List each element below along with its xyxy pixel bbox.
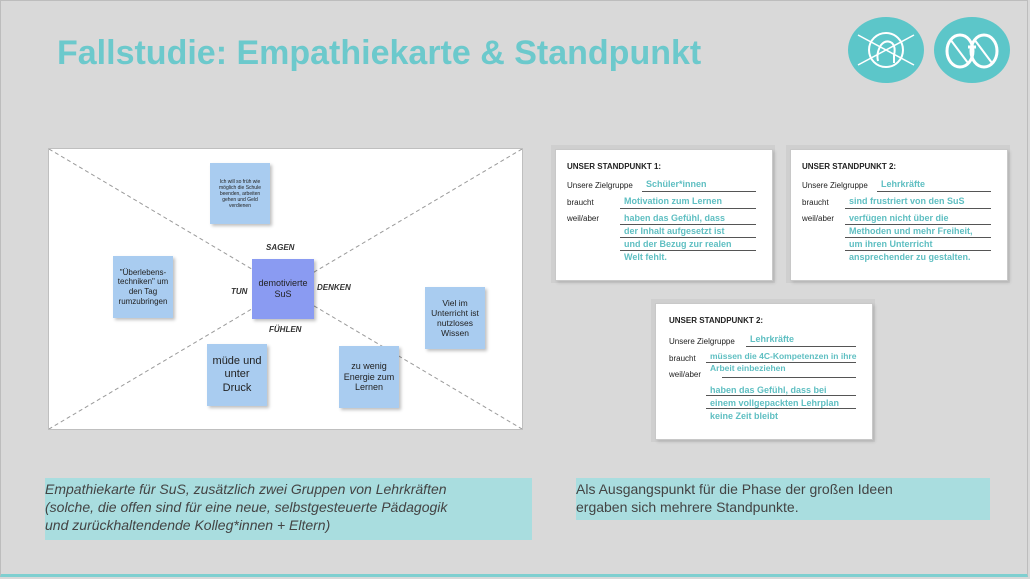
caption-line: (solche, die offen sind für eine neue, s… (45, 499, 448, 515)
value-braucht: Motivation zum Lernen (624, 196, 723, 206)
caption-standpunkte: Als Ausgangspunkt für die Phase der groß… (576, 478, 990, 520)
value-weil-line: Welt fehlt. (624, 252, 667, 262)
label-denken: DENKEN (315, 283, 353, 292)
standpunkt-card-2: UNSER STANDPUNKT 2: Unsere Zielgruppe Le… (790, 149, 1008, 281)
card-heading: UNSER STANDPUNKT 1: (567, 162, 662, 171)
underline (706, 362, 856, 363)
value-weil-line: Methoden und mehr Freiheit, (849, 226, 973, 236)
label-braucht: braucht (669, 354, 696, 363)
standpunkt-card-1: UNSER STANDPUNKT 1: Unsere Zielgruppe Sc… (555, 149, 773, 281)
underline (620, 237, 756, 238)
value-zielgruppe: Lehrkräfte (881, 179, 926, 189)
label-zielgruppe: Unsere Zielgruppe (669, 337, 735, 346)
underline (845, 208, 991, 209)
value-zielgruppe: Lehrkräfte (750, 334, 795, 344)
card-heading: UNSER STANDPUNKT 2: (669, 316, 764, 325)
value-braucht-line: Arbeit einbeziehen (710, 363, 786, 373)
underline (845, 224, 991, 225)
value-braucht: sind frustriert von den SuS (849, 196, 965, 206)
label-braucht: braucht (567, 198, 594, 207)
sticky-note-sagen: Ich will so früh wie möglich die Schule … (210, 163, 270, 224)
value-weil-line: ansprechender zu gestalten. (849, 252, 971, 262)
underline (620, 250, 756, 251)
value-weil-line: verfügen nicht über die (849, 213, 949, 223)
value-braucht-line: müssen die 4C-Kompetenzen in ihre (710, 351, 857, 361)
standpunkt-card-3: UNSER STANDPUNKT 2: Unsere Zielgruppe Le… (655, 303, 873, 440)
value-weil-line: haben das Gefühl, dass (624, 213, 726, 223)
head-gear-logo (848, 17, 924, 83)
sticky-note-denken: Viel im Unterricht ist nutzloses Wissen (425, 287, 485, 349)
label-zielgruppe: Unsere Zielgruppe (567, 181, 633, 190)
value-weil-line: haben das Gefühl, dass bei (710, 385, 827, 395)
caption-empathy-map: Empathiekarte für SuS, zusätzlich zwei G… (45, 478, 532, 540)
value-weil-line: der Inhalt aufgesetzt ist (624, 226, 725, 236)
sticky-note-tun: "Überlebens-techniken" um den Tag rumzub… (113, 256, 173, 318)
empathy-map: SAGEN DENKEN FÜHLEN TUN demotivierte SuS… (48, 148, 523, 430)
caption-line: ergaben sich mehrere Standpunkte. (576, 499, 799, 515)
label-sagen: SAGEN (264, 243, 297, 252)
label-weil: weil/aber (669, 370, 702, 379)
label-tun: TUN (229, 287, 250, 296)
value-weil-line: keine Zeit bleibt (710, 411, 779, 421)
value-weil-line: um ihren Unterricht (849, 239, 933, 249)
underline (620, 208, 756, 209)
caption-line: Als Ausgangspunkt für die Phase der groß… (576, 481, 893, 497)
underline (722, 377, 856, 378)
sticky-note-fuehlen-right: zu wenig Energie zum Lernen (339, 346, 399, 408)
underline (845, 237, 991, 238)
label-zielgruppe: Unsere Zielgruppe (802, 181, 868, 190)
label-weil: weil/aber (567, 214, 600, 223)
label-braucht: braucht (802, 198, 829, 207)
value-weil-line: und der Bezug zur realen (624, 239, 732, 249)
underline (706, 395, 856, 396)
underline (845, 250, 991, 251)
underline (877, 191, 991, 192)
underline (642, 191, 756, 192)
binoculars-logo (934, 17, 1010, 83)
label-weil: weil/aber (802, 214, 835, 223)
underline (746, 346, 856, 347)
sticky-note-fuehlen-left: müde und unter Druck (207, 344, 267, 406)
underline (620, 224, 756, 225)
card-heading: UNSER STANDPUNKT 2: (802, 162, 897, 171)
value-weil-line: einem vollgepackten Lehrplan (710, 398, 840, 408)
label-fuehlen: FÜHLEN (267, 325, 304, 334)
caption-line: und zurückhaltendende Kolleg*innen + Elt… (45, 517, 331, 533)
center-note: demotivierte SuS (252, 259, 314, 319)
slide-title: Fallstudie: Empathiekarte & Standpunkt (57, 34, 702, 72)
caption-line: Empathiekarte für SuS, zusätzlich zwei G… (45, 481, 447, 497)
value-zielgruppe: Schüler*innen (646, 179, 707, 189)
underline (706, 408, 856, 409)
